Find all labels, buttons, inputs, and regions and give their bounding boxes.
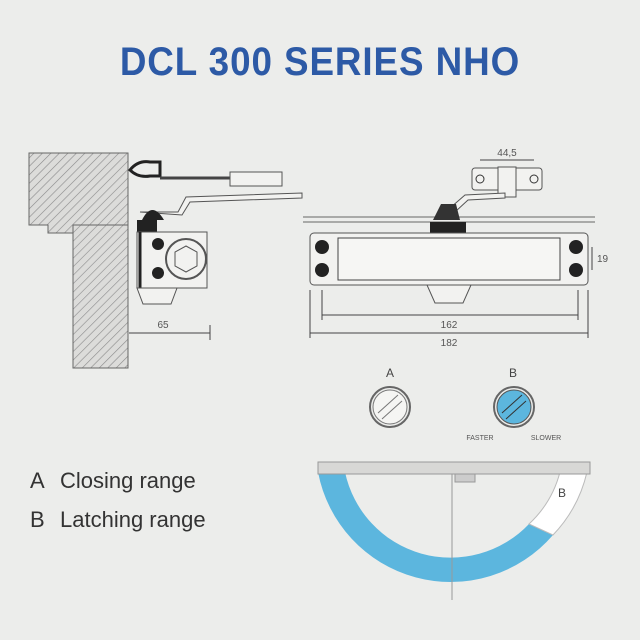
legend-item-latching: B Latching range — [30, 507, 206, 533]
frame-section — [28, 152, 129, 234]
dim-19: 19 — [597, 254, 609, 265]
page-title: DCL 300 SERIES NHO — [119, 40, 521, 84]
legend-key: A — [30, 468, 45, 493]
dim-182: 182 — [441, 338, 458, 349]
dim-44-5: 44,5 — [497, 148, 517, 159]
legend-key: B — [30, 507, 45, 532]
closing-range-diagram — [317, 461, 591, 600]
door-section — [72, 224, 129, 369]
main-arm — [139, 192, 303, 216]
faster-label: FASTER — [466, 435, 493, 442]
legend-text: Latching range — [60, 507, 206, 532]
slower-label: SLOWER — [531, 435, 561, 442]
valve-b-icon — [493, 386, 535, 428]
side-view — [28, 152, 303, 369]
arm-shoe — [127, 160, 162, 178]
legend-text: Closing range — [60, 468, 196, 493]
front-view — [303, 159, 595, 338]
dim-162: 162 — [441, 320, 458, 331]
valve-a-label: A — [386, 366, 394, 380]
arc-label-b: B — [558, 486, 566, 500]
dim-65: 65 — [157, 320, 169, 331]
valve-a-icon — [369, 386, 411, 428]
legend-item-closing: A Closing range — [30, 468, 196, 494]
valve-b-label: B — [509, 366, 517, 380]
arc-label-a: A — [548, 514, 556, 528]
